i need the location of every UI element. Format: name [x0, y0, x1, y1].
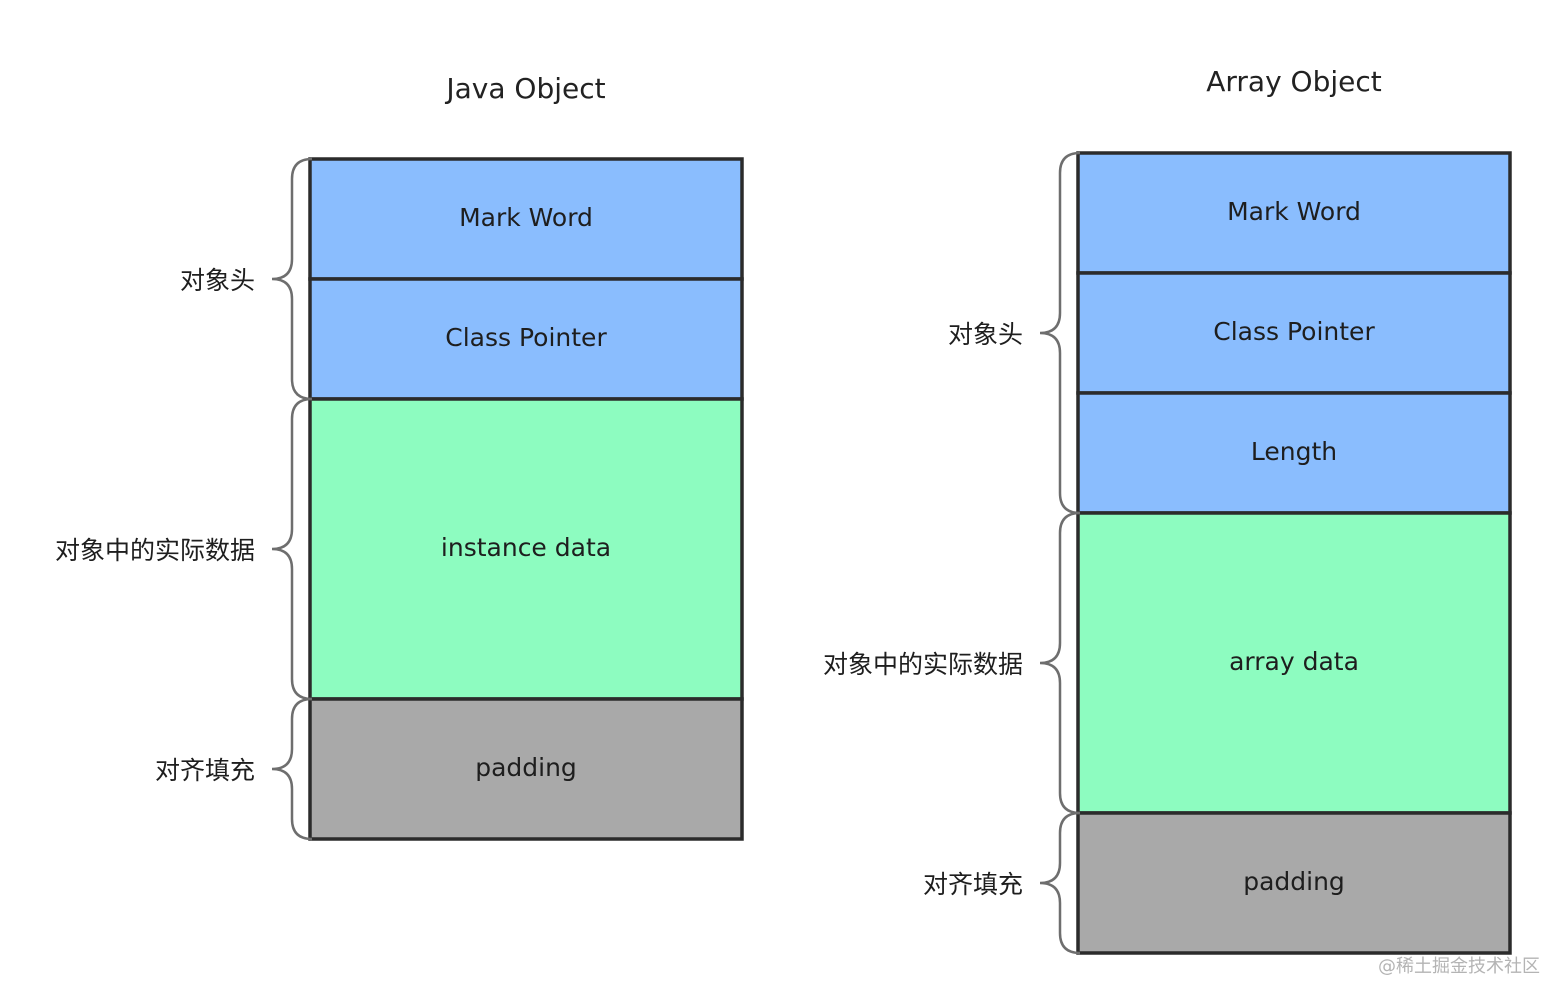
- java-instance-data-label: instance data: [441, 533, 611, 562]
- array-object-title: Array Object: [1206, 65, 1382, 98]
- java-class-pointer-block: [308, 277, 744, 401]
- java-padding-label: padding: [475, 753, 577, 782]
- array-object-diagram: Array Object Mark Word Class Pointer Len…: [823, 65, 1512, 955]
- java-header-brace: [271, 157, 313, 401]
- java-mark-word-label: Mark Word: [459, 203, 593, 232]
- java-padding-group-label: 对齐填充: [155, 756, 255, 785]
- java-padding-brace: [271, 697, 313, 841]
- java-instance-data-block: [308, 397, 744, 701]
- array-data-group-label: 对象中的实际数据: [823, 650, 1023, 679]
- array-data-label: array data: [1229, 647, 1359, 676]
- array-mark-word-label: Mark Word: [1227, 197, 1361, 226]
- array-length-label: Length: [1251, 437, 1337, 466]
- array-class-pointer-block: [1076, 271, 1512, 395]
- array-header-group-label: 对象头: [948, 320, 1023, 349]
- java-object-diagram: Java Object Mark Word Class Pointer inst…: [55, 72, 744, 841]
- java-mark-word-block: [308, 157, 744, 281]
- array-class-pointer-label: Class Pointer: [1213, 317, 1375, 346]
- array-data-block: [1076, 511, 1512, 815]
- array-object-blocks: Mark Word Class Pointer Length array dat…: [1076, 151, 1512, 955]
- java-class-pointer-label: Class Pointer: [445, 323, 607, 352]
- java-object-braces: 对象头 对象中的实际数据 对齐填充: [55, 157, 313, 841]
- array-padding-group-label: 对齐填充: [923, 870, 1023, 899]
- array-object-braces: 对象头 对象中的实际数据 对齐填充: [823, 151, 1081, 955]
- java-object-title: Java Object: [444, 72, 605, 105]
- array-header-brace: [1039, 151, 1081, 515]
- java-data-brace: [271, 397, 313, 701]
- array-padding-brace: [1039, 811, 1081, 955]
- java-object-blocks: Mark Word Class Pointer instance data pa…: [308, 157, 744, 841]
- array-data-brace: [1039, 511, 1081, 815]
- java-header-group-label: 对象头: [180, 266, 255, 295]
- java-padding-block: [308, 697, 744, 841]
- array-padding-label: padding: [1243, 867, 1345, 896]
- array-padding-block: [1076, 811, 1512, 955]
- watermark-text: @稀土掘金技术社区: [1378, 956, 1540, 977]
- java-data-group-label: 对象中的实际数据: [55, 536, 255, 565]
